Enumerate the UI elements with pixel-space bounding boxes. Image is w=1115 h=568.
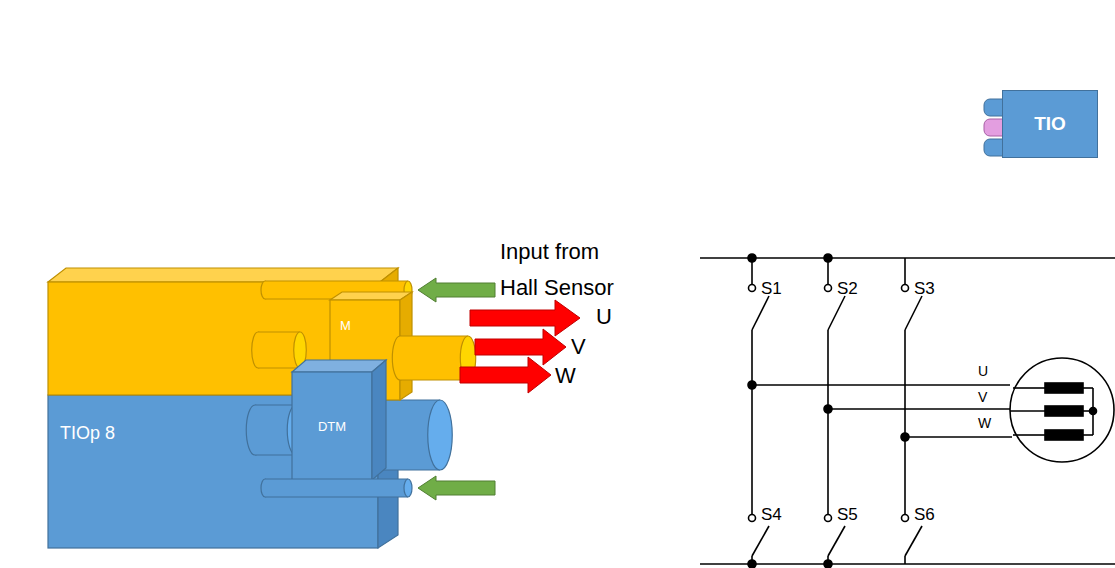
phase-label: W — [978, 415, 991, 432]
cylinder — [252, 332, 307, 368]
cylinder — [261, 281, 412, 299]
switch-label: S1 — [761, 279, 782, 299]
switch-symbol — [825, 409, 846, 564]
block-label-area: TIOp 8 — [48, 395, 248, 455]
cylinders — [261, 479, 412, 497]
block-label: M — [340, 318, 351, 334]
switch-label: S4 — [761, 505, 782, 525]
inverter-schematic — [700, 254, 1115, 568]
signal-note: Input from Hall Sensor — [500, 234, 628, 306]
phase-label: U — [978, 363, 988, 380]
phase-label: V — [978, 389, 987, 406]
phase-label: V — [571, 334, 586, 360]
switch-label: S5 — [837, 505, 858, 525]
switch-symbol — [749, 258, 770, 385]
red-arrow — [460, 300, 580, 393]
switch-label: S6 — [914, 505, 935, 525]
switch-label: S2 — [837, 279, 858, 299]
switch-symbol — [749, 385, 770, 564]
phase-label: U — [596, 304, 612, 330]
node-text: TIOp 8 — [60, 423, 248, 444]
switch-label: S3 — [914, 279, 935, 299]
switch-symbol — [902, 437, 923, 564]
node-text: TIO — [1007, 113, 1093, 135]
node-text: DTM — [296, 419, 368, 434]
block-label-area: DTM — [292, 372, 372, 480]
phase-label: W — [555, 363, 576, 389]
module-box: TIO — [1002, 90, 1098, 158]
cylinder — [261, 479, 412, 497]
dtm-block-shape — [292, 360, 386, 480]
